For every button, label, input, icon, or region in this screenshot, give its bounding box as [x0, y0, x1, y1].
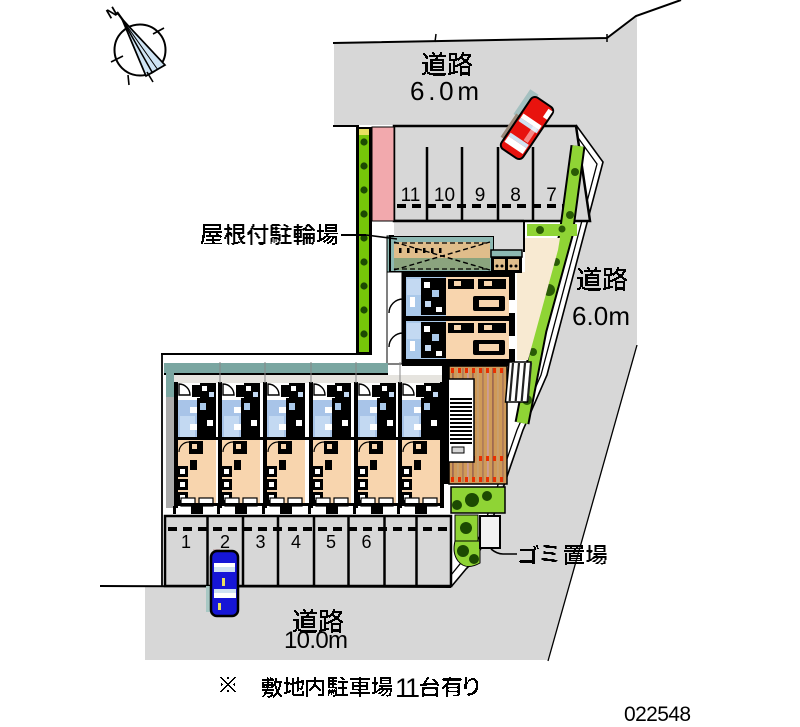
- svg-text:10.0m: 10.0m: [284, 627, 348, 654]
- svg-text:3: 3: [255, 532, 265, 552]
- svg-text:7: 7: [546, 185, 557, 206]
- svg-text:5: 5: [326, 532, 336, 552]
- svg-text:11: 11: [401, 185, 421, 206]
- svg-text:10: 10: [434, 185, 455, 206]
- svg-text:022548: 022548: [624, 703, 691, 726]
- svg-text:2: 2: [220, 532, 230, 552]
- svg-text:11: 11: [395, 673, 420, 703]
- svg-text:8: 8: [510, 185, 521, 206]
- svg-text:9: 9: [475, 185, 486, 206]
- svg-text:6.0m: 6.0m: [410, 76, 479, 106]
- svg-text:4: 4: [291, 532, 301, 552]
- svg-text:1: 1: [181, 532, 191, 552]
- svg-text:6: 6: [361, 532, 371, 552]
- svg-text:6.0m: 6.0m: [572, 301, 630, 331]
